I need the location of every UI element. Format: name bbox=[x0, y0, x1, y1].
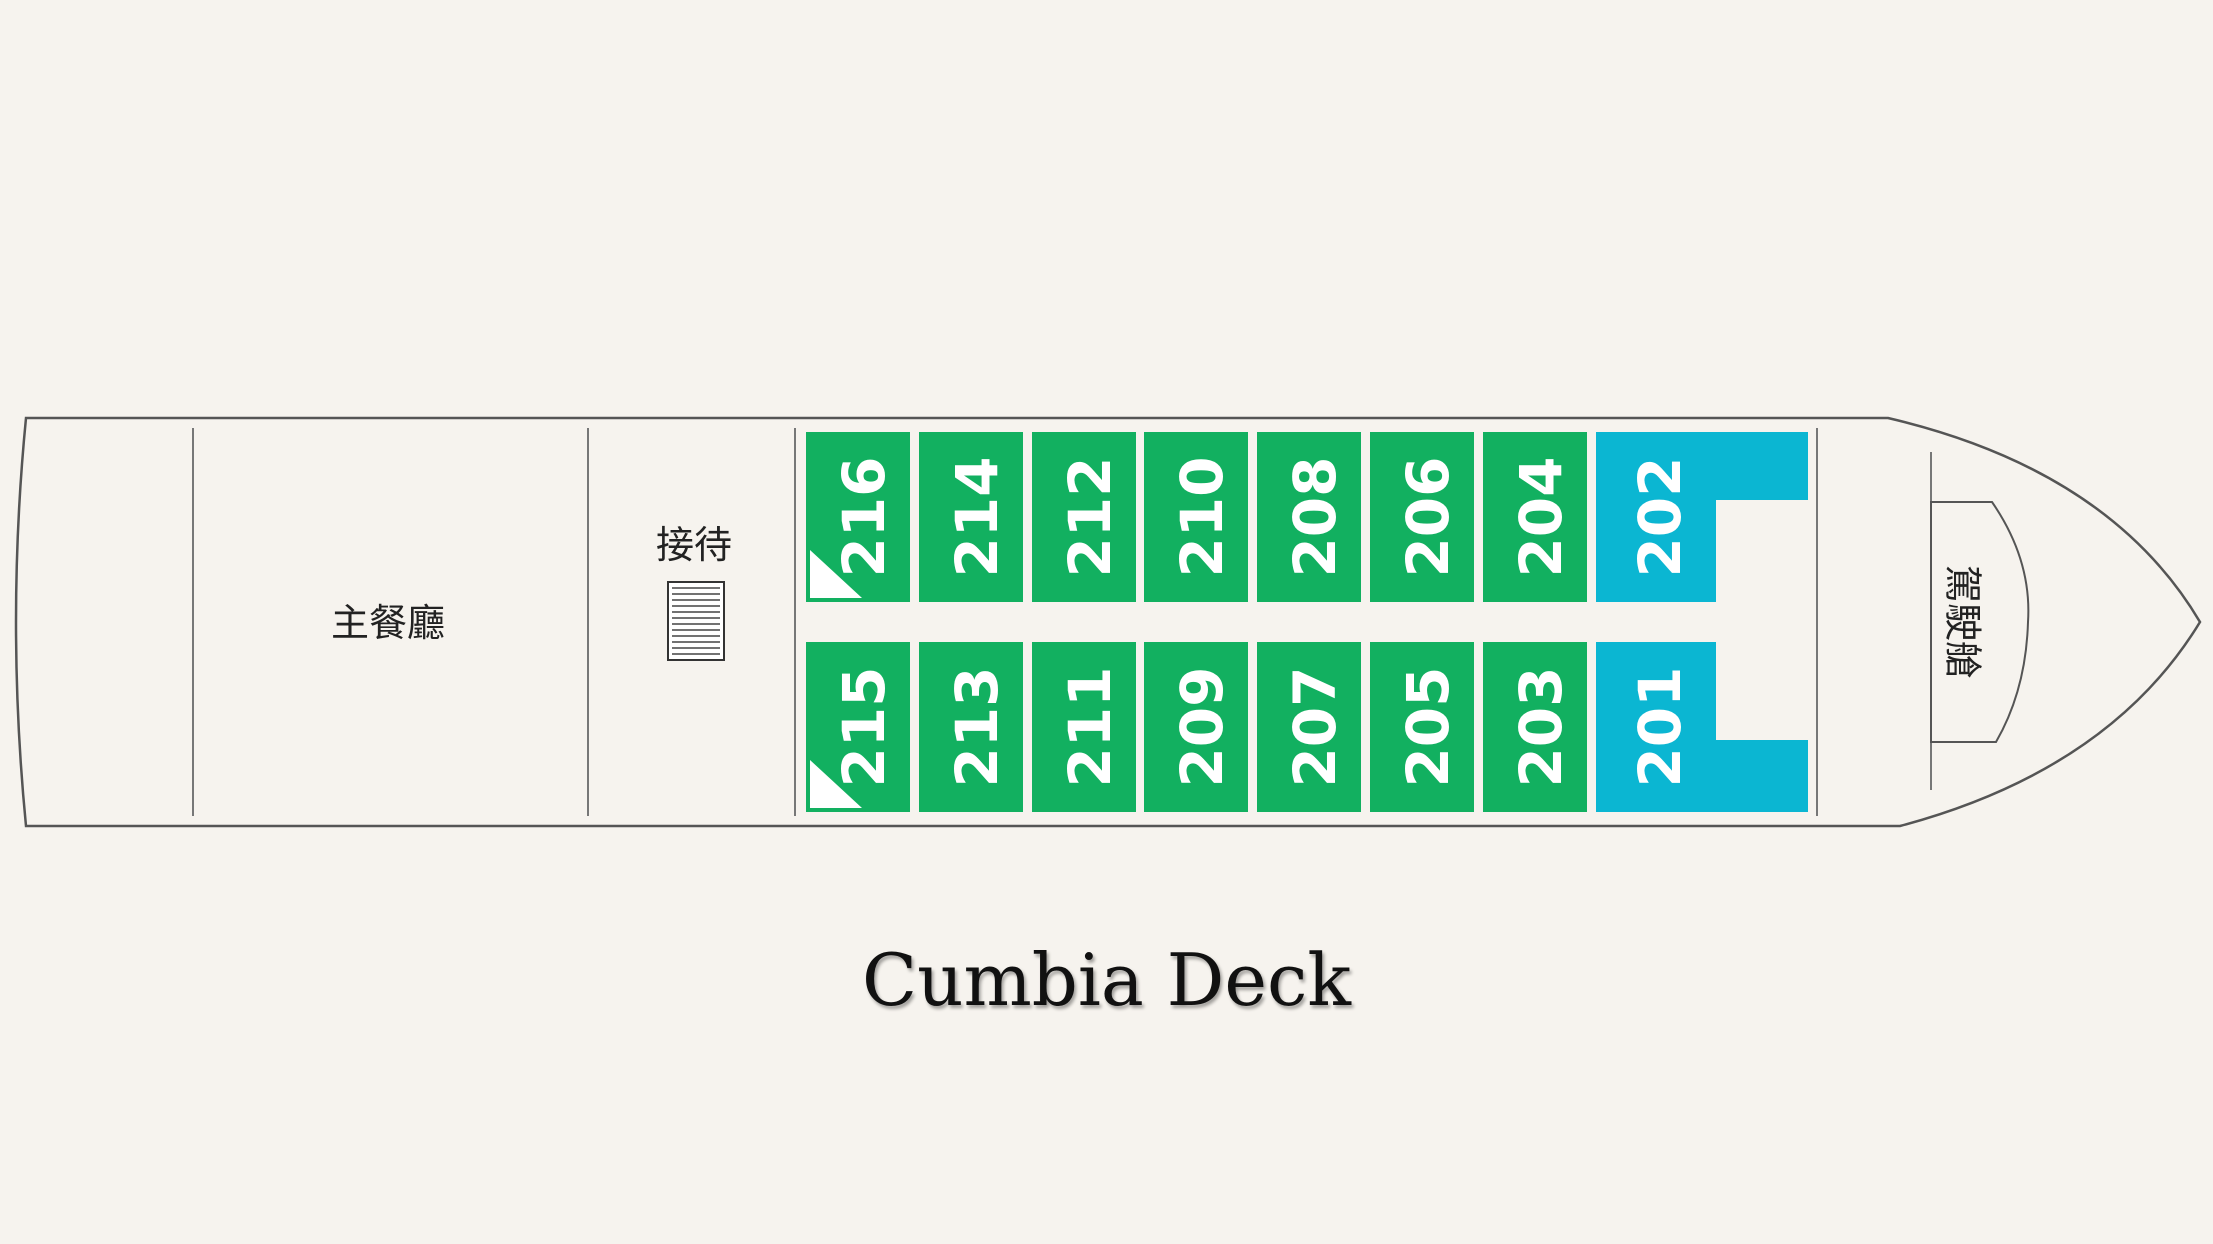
cabin-number: 216 bbox=[830, 456, 898, 577]
cabin-shape bbox=[1144, 432, 1248, 602]
cabin-shape bbox=[1032, 642, 1136, 812]
cabin-shape bbox=[1257, 642, 1361, 812]
cabin-204[interactable]: 204 bbox=[1483, 432, 1587, 602]
cabin-number: 214 bbox=[943, 456, 1011, 577]
cabin-number: 207 bbox=[1281, 666, 1349, 787]
cabin-shape bbox=[919, 432, 1023, 602]
bridge-room-outline bbox=[1930, 501, 2030, 743]
hull-outline bbox=[14, 416, 2202, 828]
cabin-row-top: 216 214 212 210 208 206 204 202 bbox=[806, 432, 1808, 602]
cabin-number: 212 bbox=[1056, 456, 1124, 577]
cabin-number: 209 bbox=[1168, 666, 1236, 787]
main-dining-label: 主餐廳 bbox=[331, 601, 445, 645]
cabin-number: 205 bbox=[1394, 666, 1462, 787]
cabin-209[interactable]: 209 bbox=[1144, 642, 1248, 812]
cabin-number: 206 bbox=[1394, 456, 1462, 577]
suite-cabin-shape bbox=[1596, 432, 1808, 602]
cabin-214[interactable]: 214 bbox=[919, 432, 1023, 602]
cabin-shape bbox=[1370, 642, 1474, 812]
stairs-icon bbox=[667, 581, 725, 661]
cabin-number: 210 bbox=[1168, 456, 1236, 577]
cabin-number: 204 bbox=[1507, 456, 1575, 577]
reception-label: 接待 bbox=[656, 523, 732, 567]
cabin-212[interactable]: 212 bbox=[1032, 432, 1136, 602]
cabin-shape bbox=[1032, 432, 1136, 602]
cabin-number: 211 bbox=[1056, 666, 1124, 787]
corner-triangle-icon bbox=[810, 550, 862, 598]
cabin-213[interactable]: 213 bbox=[919, 642, 1023, 812]
cabin-shape bbox=[1483, 432, 1587, 602]
cabin-208[interactable]: 208 bbox=[1257, 432, 1361, 602]
cabin-number: 201 bbox=[1626, 666, 1694, 787]
cabin-215[interactable]: 215 bbox=[806, 642, 910, 812]
cabin-number: 208 bbox=[1281, 456, 1349, 577]
bridge-label: 駕駛艙 bbox=[1941, 565, 1985, 679]
cabin-number: 203 bbox=[1507, 666, 1575, 787]
cabin-201[interactable]: 201 bbox=[1596, 642, 1808, 812]
cabin-210[interactable]: 210 bbox=[1144, 432, 1248, 602]
cabin-shape bbox=[1144, 642, 1248, 812]
cabin-203[interactable]: 203 bbox=[1483, 642, 1587, 812]
cabin-205[interactable]: 205 bbox=[1370, 642, 1474, 812]
cabin-shape bbox=[1257, 432, 1361, 602]
suite-cabin-shape bbox=[1596, 642, 1808, 812]
cabin-shape bbox=[1370, 432, 1474, 602]
cabin-number: 213 bbox=[943, 666, 1011, 787]
cabin-shape bbox=[919, 642, 1023, 812]
cabin-206[interactable]: 206 bbox=[1370, 432, 1474, 602]
cabin-number: 215 bbox=[830, 666, 898, 787]
corner-triangle-icon bbox=[810, 760, 862, 808]
cabin-207[interactable]: 207 bbox=[1257, 642, 1361, 812]
cabin-211[interactable]: 211 bbox=[1032, 642, 1136, 812]
deck-title: Cumbia Deck bbox=[862, 938, 1351, 1022]
cabin-row-bottom: 215 213 211 209 207 205 203 201 bbox=[806, 642, 1808, 812]
cabin-202[interactable]: 202 bbox=[1596, 432, 1808, 602]
cabin-number: 202 bbox=[1626, 456, 1694, 577]
cabin-216[interactable]: 216 bbox=[806, 432, 910, 602]
cabin-shape bbox=[1483, 642, 1587, 812]
